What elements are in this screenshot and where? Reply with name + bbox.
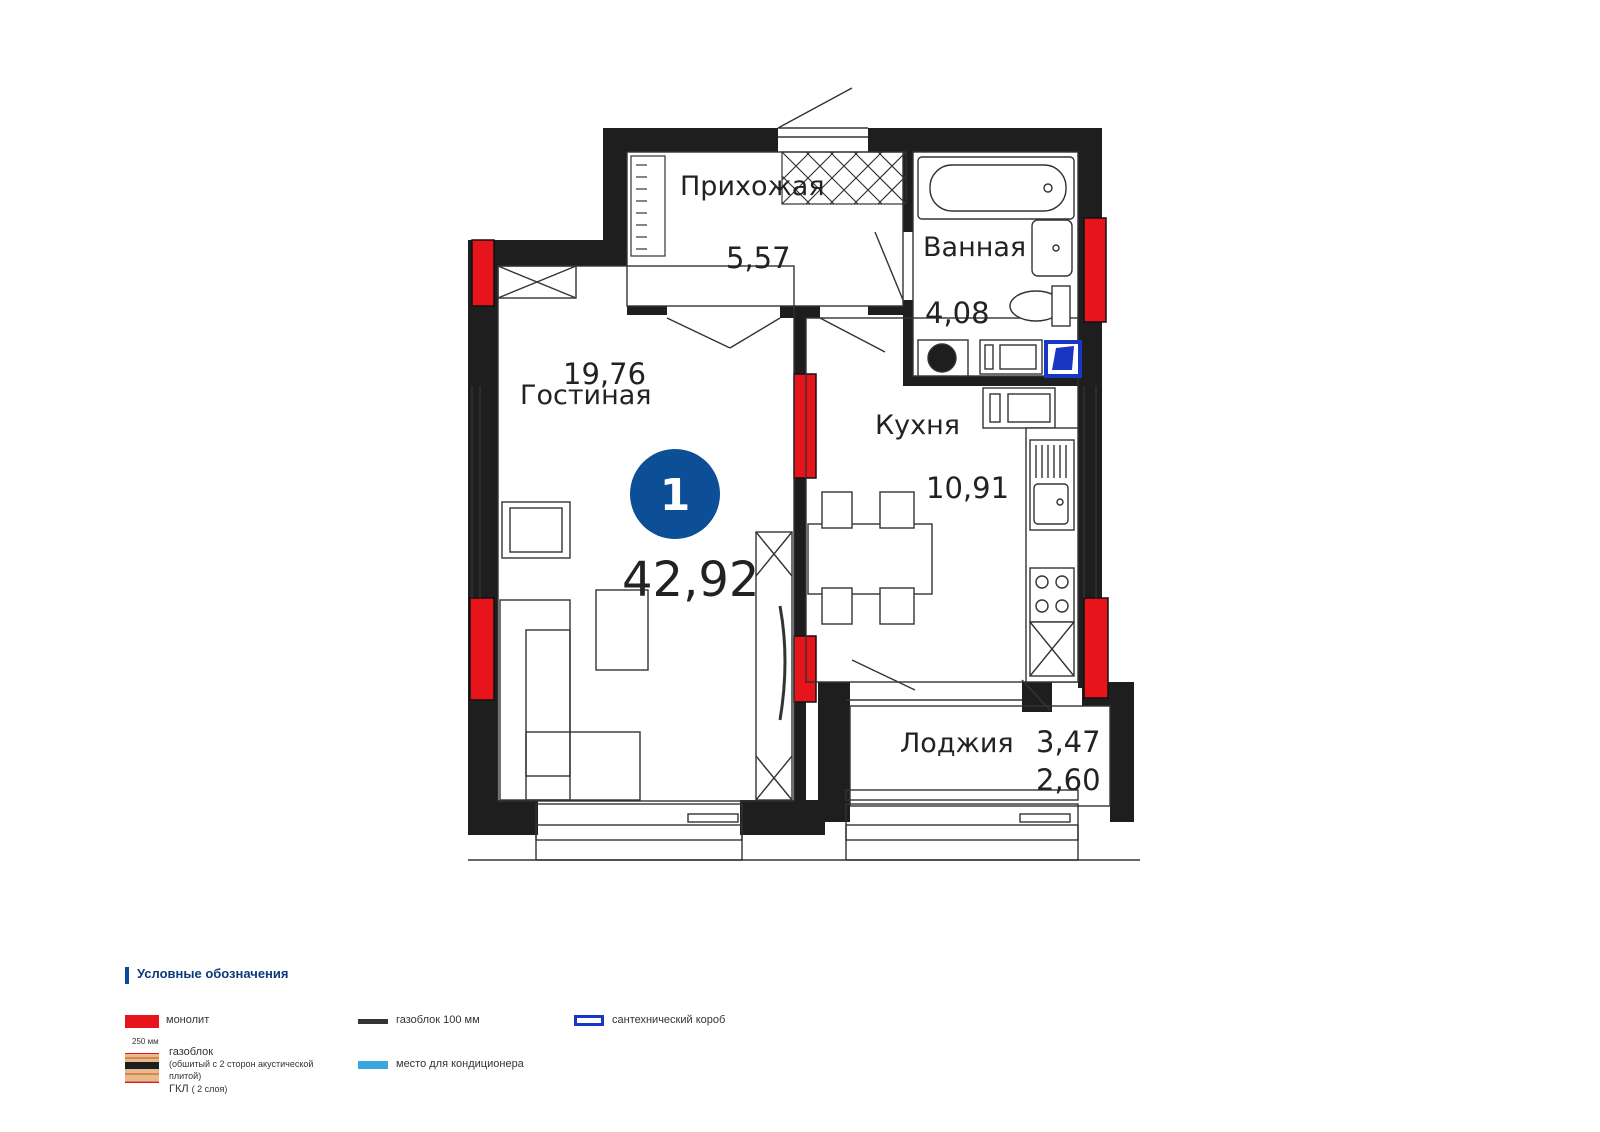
gasblock100-legend: газоблок 100 мм [396, 1014, 480, 1026]
plumbing-box-swatch [574, 1015, 604, 1026]
monolith-elements [469, 217, 1109, 703]
bathroom-fixtures [917, 156, 1075, 377]
living-area: 19,76 [563, 357, 646, 391]
coffee-table [595, 589, 649, 671]
gasblock100-swatch [358, 1019, 388, 1024]
room-count-badge: 1 [630, 449, 720, 539]
hallway-wardrobe [781, 151, 907, 205]
kitchen-area: 10,91 [926, 471, 1009, 505]
gasblock-lined-core [125, 1062, 159, 1069]
hallway-shelf [630, 155, 666, 257]
legend-title: Условные обозначения [137, 966, 289, 981]
armchair [501, 501, 571, 559]
total-area: 42,92 [622, 552, 759, 608]
monolith-legend: монолит [166, 1014, 210, 1026]
living-name: Гостиная [520, 380, 652, 411]
gasblock-lined-note: (обшитый с 2 сторон акустической плитой) [169, 1059, 314, 1081]
dining-table [807, 523, 933, 595]
ac-place-legend: место для кондиционера [396, 1058, 524, 1070]
ac-place-swatch [358, 1061, 388, 1069]
plumbing-box-legend: сантехнический короб [612, 1014, 726, 1026]
gkl-legend: ГКЛ ( 2 слоя) [169, 1083, 227, 1095]
sink [1031, 219, 1073, 277]
gkl-note: ( 2 слоя) [191, 1084, 228, 1094]
gkl-label: ГКЛ [169, 1083, 189, 1095]
stove [1029, 567, 1075, 623]
loggia-area-2: 2,60 [1036, 763, 1101, 797]
gasblock-lined-label: газоблок [169, 1046, 214, 1058]
hallway-name: Прихожая [680, 171, 825, 202]
dim-250-label: 250 мм [132, 1037, 159, 1046]
room-count: 1 [660, 470, 691, 521]
bathroom-area: 4,08 [925, 296, 990, 330]
loggia-area: 3,47 [1036, 725, 1101, 759]
kitchen-name: Кухня [875, 410, 960, 441]
living-furniture [497, 265, 793, 801]
loggia-name: Лоджия [900, 728, 1014, 759]
hallway-area: 5,57 [726, 241, 791, 275]
bathroom-name: Ванная [923, 232, 1026, 263]
interior-lines [468, 87, 1140, 861]
tv-unit [755, 531, 793, 801]
monolith-swatch [125, 1015, 159, 1028]
walls [468, 128, 1134, 835]
plumbing-box [1044, 340, 1082, 378]
legend-title-bar [125, 967, 129, 984]
kitchen-fixtures [807, 387, 1079, 683]
gasblock-lined-legend: газоблок [169, 1046, 213, 1058]
